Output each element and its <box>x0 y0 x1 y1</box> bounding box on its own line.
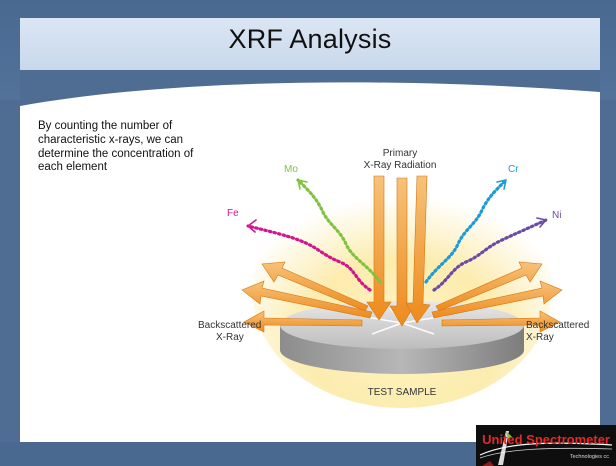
backscatter-arrows-left <box>241 261 373 333</box>
mo-xray-path <box>296 178 382 284</box>
logo-swoosh-icon <box>479 431 613 466</box>
logo-tagline: Technologies cc <box>569 454 609 460</box>
united-spectrometer-logo: United Spectrometer Technologies cc <box>476 425 616 466</box>
primary-radiation-label-line2: X-Ray Radiation <box>364 160 437 171</box>
backscatter-arrows-right <box>431 261 563 333</box>
ni-label: Ni <box>552 210 561 221</box>
slide-title: XRF Analysis <box>228 24 392 54</box>
mo-label: Mo <box>284 164 298 175</box>
backscatter-right-label-line1: Backscattered <box>526 320 589 331</box>
test-sample-label: TEST SAMPLE <box>368 387 437 398</box>
logo-company-name: United Spectrometer <box>482 432 610 447</box>
primary-xray-arrows <box>366 175 431 327</box>
fe-xray-path <box>246 219 372 292</box>
xrf-figure: Primary X-Ray Radiation Fe Mo Cr Ni Back… <box>198 148 589 408</box>
body-text: By counting the number of characteristic… <box>38 120 194 174</box>
backscatter-right-label-line2: X-Ray <box>526 332 554 343</box>
fe-label: Fe <box>227 208 239 219</box>
title-bar <box>20 18 600 70</box>
cr-xray-path <box>424 178 508 284</box>
backscatter-left-label-line1: Backscattered <box>198 320 261 331</box>
cr-label: Cr <box>508 164 519 175</box>
title-wedge <box>20 70 600 106</box>
primary-radiation-label-line1: Primary <box>383 148 417 159</box>
backscatter-left-label-line2: X-Ray <box>216 332 244 343</box>
ni-xray-path <box>432 217 548 292</box>
